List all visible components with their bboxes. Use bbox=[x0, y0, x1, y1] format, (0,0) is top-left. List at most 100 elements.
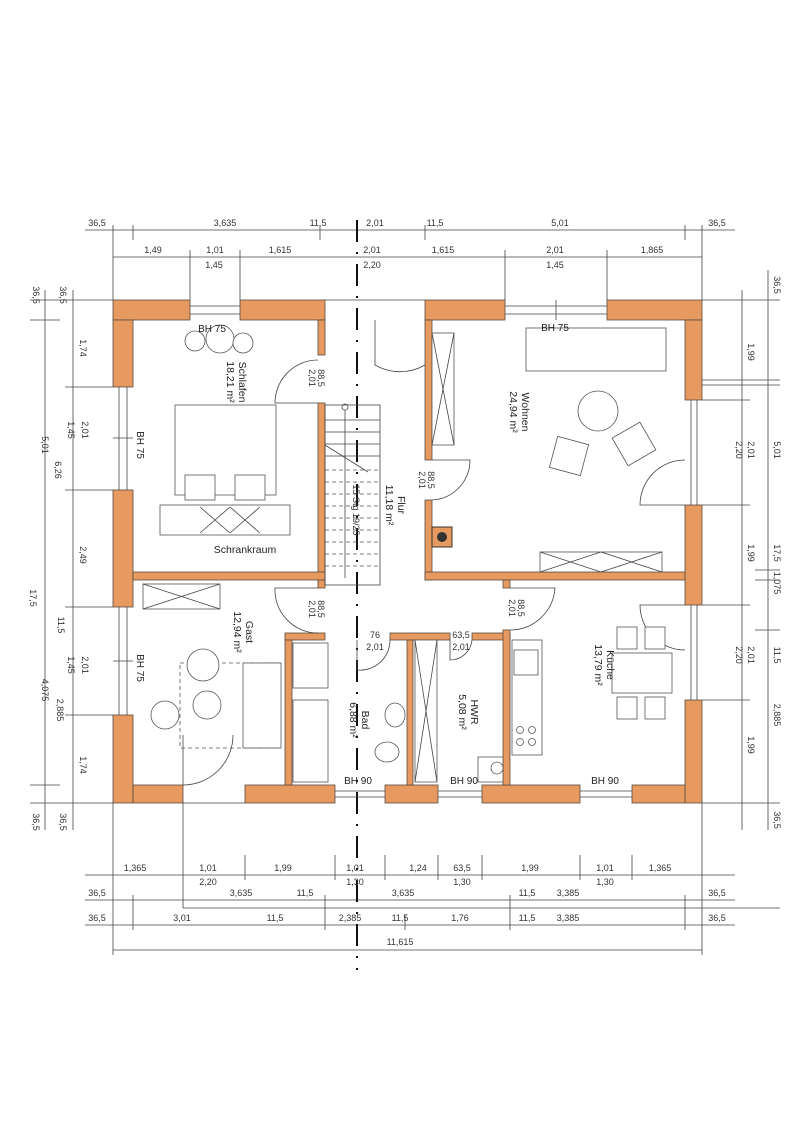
dimension-label: 3,635 bbox=[214, 218, 237, 228]
room-area-flur: 11,18 m² bbox=[383, 485, 395, 526]
dimension-label: 36,5 bbox=[772, 276, 782, 294]
door-width-hwr: 63,5 bbox=[452, 630, 470, 640]
stair-label: 15 Stg 19/25 bbox=[351, 484, 361, 535]
room-name-kueche: Küche bbox=[604, 650, 616, 680]
dimension-label: 4,075 bbox=[40, 679, 50, 702]
dimension-label: 2,01 bbox=[363, 245, 381, 255]
room-area-schlafen: 18,21 m² bbox=[224, 361, 236, 403]
dimension-label: 1,45 bbox=[66, 656, 76, 674]
room-name-hwr: HWR bbox=[468, 699, 480, 724]
door-width-gast: 88,5 bbox=[316, 600, 326, 618]
dimension-label: 1,99 bbox=[274, 863, 292, 873]
dimension-label: 1,45 bbox=[205, 260, 223, 270]
room-name-wohnen: Wohnen bbox=[519, 393, 531, 432]
dimension-label: 3,385 bbox=[557, 888, 580, 898]
walls bbox=[112, 299, 703, 804]
dimension-label: 1,99 bbox=[521, 863, 539, 873]
window-height-schlafen-top: BH 75 bbox=[198, 324, 226, 335]
dimension-label: 17,5 bbox=[28, 589, 38, 607]
dimension-label: 1,30 bbox=[453, 877, 471, 887]
room-sub-schrankraum: Schrankraum bbox=[214, 544, 277, 556]
door-width-schlafen: 88,5 bbox=[316, 369, 326, 387]
window-height-wohnen: BH 75 bbox=[541, 323, 569, 334]
dimension-label: 2,385 bbox=[339, 913, 362, 923]
dimension-label: 3,385 bbox=[557, 913, 580, 923]
dimension-label: 1,99 bbox=[746, 544, 756, 562]
window-height-bad: BH 90 bbox=[344, 776, 372, 787]
dimension-label: 2,20 bbox=[199, 877, 217, 887]
room-area-hwr: 5,08 m² bbox=[456, 694, 468, 730]
dimension-label: 2,01 bbox=[80, 656, 90, 674]
wardrobe bbox=[159, 504, 291, 536]
dimension-label: 36,5 bbox=[31, 286, 41, 304]
windows bbox=[113, 299, 698, 804]
furniture bbox=[142, 324, 673, 783]
dimension-label: 11,5 bbox=[772, 647, 782, 664]
dimension-label: 11,5 bbox=[392, 913, 409, 923]
room-name-schlafen: Schlafen bbox=[236, 362, 248, 403]
dimension-label: 1,615 bbox=[432, 245, 455, 255]
dimension-label: 36,5 bbox=[708, 218, 726, 228]
door-height-kueche: 2,01 bbox=[507, 599, 517, 617]
dimension-label: 1,01 bbox=[206, 245, 224, 255]
dimension-label: 36,5 bbox=[88, 913, 106, 923]
sofa bbox=[525, 327, 667, 372]
door-swings bbox=[182, 320, 686, 786]
dimension-label: 2,885 bbox=[55, 699, 65, 722]
total-width-label: 11,615 bbox=[387, 937, 414, 947]
dimension-label: 5,01 bbox=[772, 441, 782, 459]
dimension-label: 11,5 bbox=[519, 913, 536, 923]
dimension-label: 2,20 bbox=[734, 646, 744, 664]
dimension-label: 1,30 bbox=[346, 877, 364, 887]
room-area-gast: 12,94 m² bbox=[231, 611, 243, 653]
room-area-wohnen: 24,94 m² bbox=[507, 391, 519, 433]
dimension-label: 2,885 bbox=[772, 704, 782, 727]
staircase bbox=[324, 403, 381, 586]
dimension-label: 3,635 bbox=[392, 888, 415, 898]
dimension-label: 1,615 bbox=[269, 245, 292, 255]
dimension-label: 11,5 bbox=[297, 888, 314, 898]
dimension-label: 1,865 bbox=[641, 245, 664, 255]
dimension-label: 11,5 bbox=[427, 218, 444, 228]
dimension-label: 2,01 bbox=[80, 421, 90, 439]
dimension-label: 1,24 bbox=[409, 863, 427, 873]
dimension-label: 17,5 bbox=[772, 544, 782, 562]
door-width-kueche: 88,5 bbox=[516, 599, 526, 617]
dimension-label: 36,5 bbox=[31, 813, 41, 831]
door-height-schlafen: 2,01 bbox=[307, 369, 317, 387]
dimension-label: 1,45 bbox=[546, 260, 564, 270]
room-area-kueche: 13,79 m² bbox=[592, 644, 604, 686]
dimension-label: 5,01 bbox=[551, 218, 569, 228]
window-height-schlafen-left: BH 75 bbox=[134, 431, 145, 459]
window-height-hwr: BH 90 bbox=[450, 776, 478, 787]
dimension-label: 3,01 bbox=[173, 913, 191, 923]
door-height-bad: 2,01 bbox=[366, 642, 384, 652]
dimension-label: 11,5 bbox=[267, 913, 284, 923]
dimension-label: 6,26 bbox=[53, 461, 63, 479]
dimension-label: 1,01 bbox=[346, 863, 364, 873]
dimension-label: 63,5 bbox=[453, 863, 471, 873]
dimension-label: 2,20 bbox=[734, 441, 744, 459]
dimension-label: 36,5 bbox=[708, 913, 726, 923]
dimension-label: 11,5 bbox=[56, 617, 66, 634]
dimension-label: 1,075 bbox=[772, 572, 782, 595]
dimension-label: 1,99 bbox=[746, 343, 756, 361]
dimension-label: 36,5 bbox=[58, 286, 68, 304]
window-height-kueche: BH 90 bbox=[591, 776, 619, 787]
dimension-label: 2,01 bbox=[746, 646, 756, 664]
room-area-bad: 6,88 m² bbox=[347, 702, 359, 738]
dimension-label: 1,30 bbox=[596, 877, 614, 887]
dimension-label: 1,365 bbox=[649, 863, 672, 873]
dimension-label: 1,49 bbox=[144, 245, 162, 255]
dimension-label: 2,20 bbox=[363, 260, 381, 270]
dimension-label: 11,5 bbox=[310, 218, 327, 228]
dimension-label: 2,49 bbox=[78, 546, 88, 564]
dimension-label: 36,5 bbox=[58, 813, 68, 831]
dimension-label: 1,99 bbox=[746, 736, 756, 754]
dimension-label: 2,01 bbox=[546, 245, 564, 255]
dimension-label: 36,5 bbox=[88, 888, 106, 898]
dimension-label: 1,45 bbox=[66, 421, 76, 439]
door-height-wohnen: 2,01 bbox=[417, 471, 427, 489]
room-labels: Schlafen 18,21 m² Schrankraum BH 75 BH 7… bbox=[134, 323, 619, 787]
